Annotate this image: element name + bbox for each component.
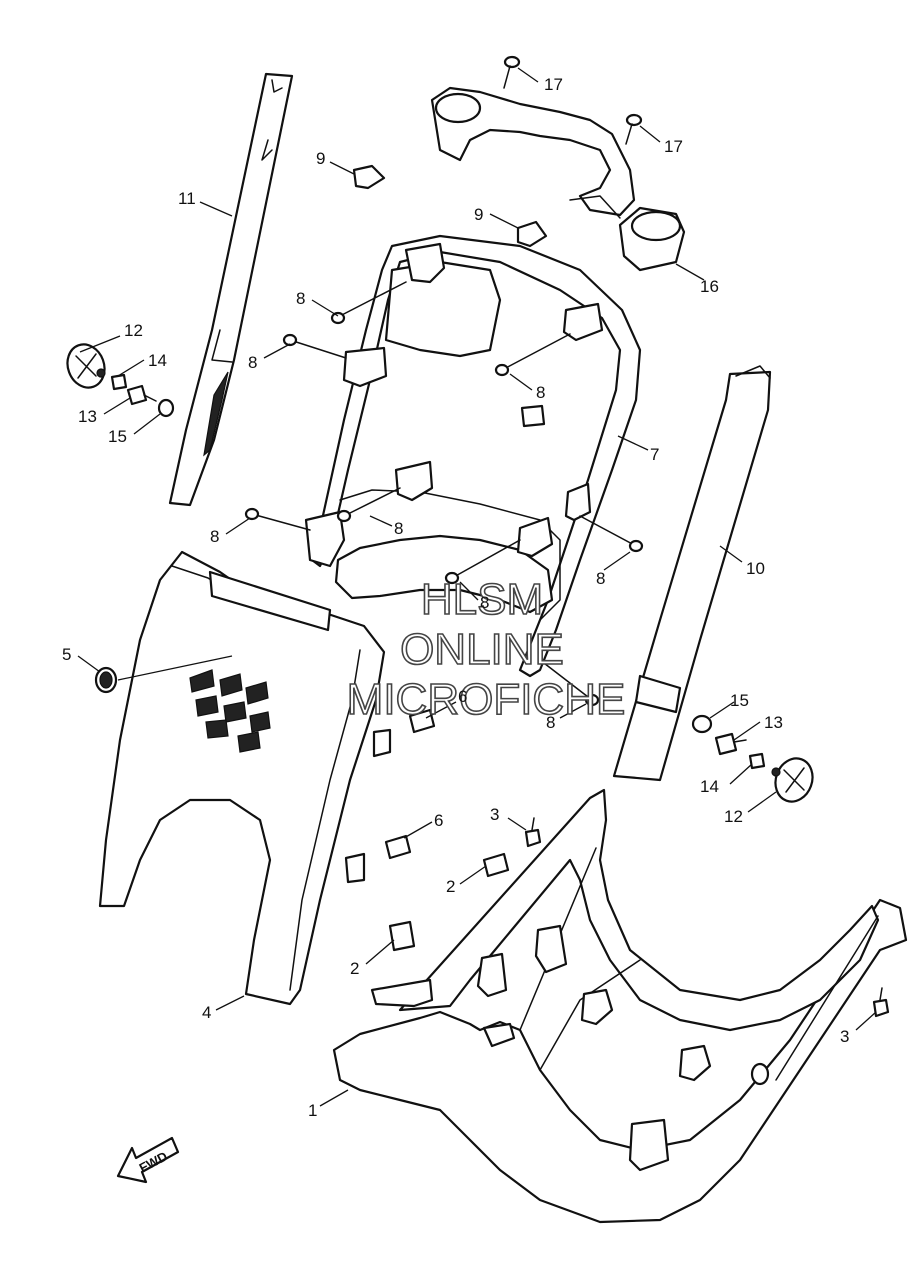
callout-7: 7 — [650, 445, 659, 464]
callout-8g: 8 — [480, 593, 489, 612]
part-11-side-strip — [168, 72, 294, 507]
callout-numbers: 1 2 2 3 3 4 5 6 6 7 8 8 8 8 8 8 8 8 9 9 … — [62, 75, 849, 1120]
part-3-rivet-b — [872, 987, 890, 1018]
callout-8c: 8 — [536, 383, 545, 402]
watermark-line-2: ONLINE — [400, 625, 564, 674]
callout-9b: 9 — [474, 205, 483, 224]
callout-15b: 15 — [730, 691, 749, 710]
part-15-washer-right — [691, 714, 713, 734]
part-2-clip-c — [476, 952, 508, 998]
watermark: HLSM ONLINE MICROFICHE — [346, 574, 626, 725]
callout-8h: 8 — [546, 713, 555, 732]
part-17-screw-top-b — [625, 113, 643, 145]
part-10-tube-cover — [612, 365, 772, 782]
fwd-direction-arrow: FWD — [116, 1136, 180, 1184]
callout-6b: 6 — [434, 811, 443, 830]
callout-16: 16 — [700, 277, 719, 296]
part-14-nut-right — [748, 752, 766, 770]
callout-8a: 8 — [296, 289, 305, 308]
callout-11: 11 — [178, 189, 196, 208]
callout-8b: 8 — [248, 353, 257, 372]
fwd-label: FWD — [137, 1148, 170, 1175]
callout-1: 1 — [308, 1101, 317, 1120]
callout-6a: 6 — [458, 687, 467, 706]
part-6-clip-b — [344, 834, 412, 884]
leader-lines — [77, 67, 877, 1107]
callout-12a: 12 — [124, 321, 143, 340]
callout-8f: 8 — [596, 569, 605, 588]
watermark-line-3: MICROFICHE — [347, 675, 626, 724]
callout-9a: 9 — [316, 149, 325, 168]
part-15-washer-left — [157, 398, 175, 418]
part-7-inner-frame — [310, 234, 642, 678]
callout-10: 10 — [746, 559, 765, 578]
part-14-nut-left — [110, 373, 128, 391]
callout-3a: 3 — [490, 805, 499, 824]
callout-13b: 13 — [764, 713, 783, 732]
callout-2a: 2 — [446, 877, 455, 896]
frame-clips — [304, 242, 604, 568]
part-3-rivet-a — [524, 817, 542, 848]
part-9-clip-nut-a — [352, 164, 386, 190]
watermark-line-1: HLSM — [421, 575, 543, 624]
callout-13a: 13 — [78, 407, 97, 426]
part-6-clip-a — [372, 708, 436, 758]
part-1-floor-cover — [332, 788, 908, 1224]
callout-14b: 14 — [700, 777, 719, 796]
callout-17a: 17 — [544, 75, 563, 94]
part-4-leg-shield — [98, 550, 386, 1006]
part-13-bolt-left — [126, 384, 157, 406]
part-12-knob-right — [771, 757, 814, 803]
part-9-clip-nut-b — [516, 220, 548, 248]
callout-8e: 8 — [394, 519, 403, 538]
part-17-screw-top-a — [503, 55, 521, 89]
part-5-emblem — [94, 655, 233, 694]
callout-17b: 17 — [664, 137, 683, 156]
callout-12b: 12 — [724, 807, 743, 826]
callout-3b: 3 — [840, 1027, 849, 1046]
part-13-bolt-right — [714, 732, 747, 756]
part-16-handle-cover — [430, 86, 686, 272]
callout-14a: 14 — [148, 351, 167, 370]
callout-8d: 8 — [210, 527, 219, 546]
part-12-knob-left — [66, 343, 106, 389]
part-8-screws — [244, 281, 644, 707]
part-2-clip-b — [482, 852, 568, 974]
callout-4: 4 — [202, 1003, 211, 1022]
callout-15a: 15 — [108, 427, 127, 446]
part-2-clip-a — [388, 920, 416, 952]
callout-2b: 2 — [350, 959, 359, 978]
callout-5: 5 — [62, 645, 71, 664]
